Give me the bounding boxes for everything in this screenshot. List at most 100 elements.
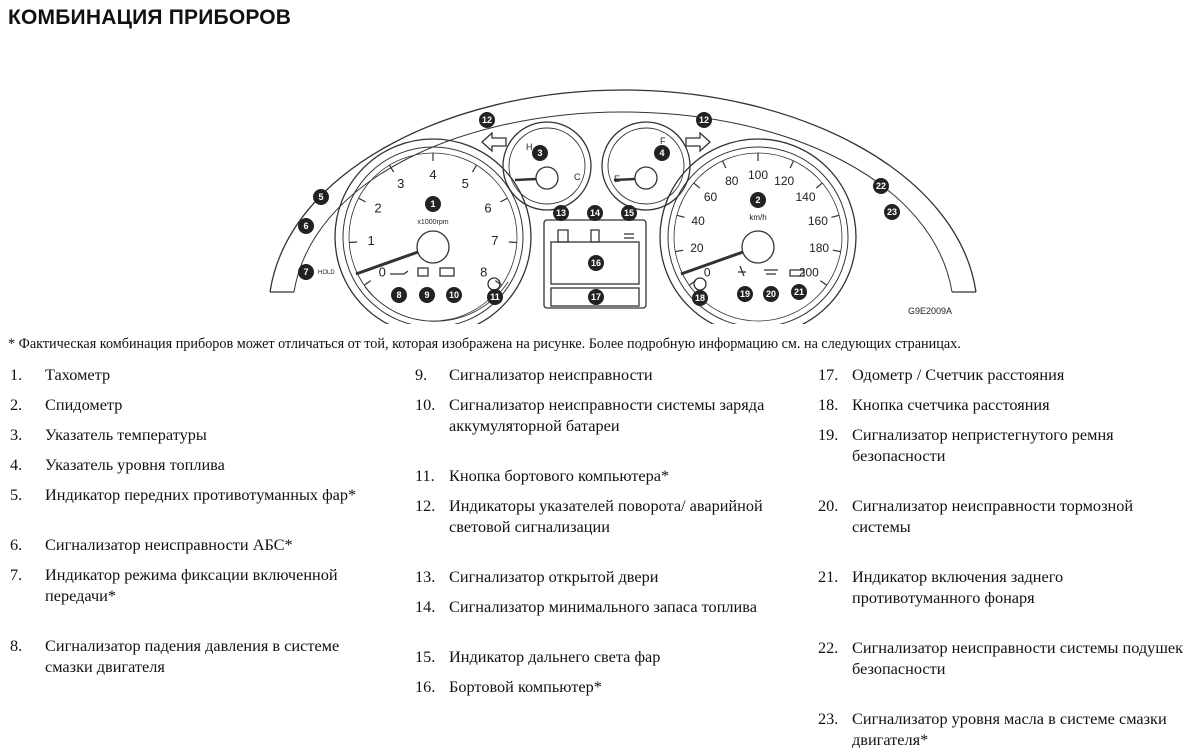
fuel-e-label: E	[614, 174, 620, 184]
turn-left-arrow	[481, 131, 507, 153]
callout-number: 1	[430, 199, 435, 209]
legend-item-number: 4.	[10, 455, 23, 474]
legend-item-text: Кнопка бортового компьютера*	[449, 466, 670, 485]
trip-reset-button	[693, 277, 707, 291]
callout-number: 12	[699, 115, 709, 125]
legend-item-text: Сигнализатор неисправности системы подуш…	[852, 638, 1183, 678]
gauge-tick	[675, 249, 684, 253]
gauge-scale-label: 80	[725, 174, 739, 188]
odometer-screen	[550, 287, 640, 307]
legend-item-number: 17.	[818, 365, 839, 384]
gauge-tick	[693, 182, 701, 189]
legend-item-text: Сигнализатор неисправности	[449, 365, 653, 384]
gauge-scale-label: 160	[808, 214, 828, 228]
temp-needle	[514, 177, 537, 182]
trip-computer-button	[487, 277, 501, 291]
legend-item-number: 7.	[10, 565, 23, 584]
callout-number: 19	[740, 289, 750, 299]
legend-item: 22. Сигнализатор неисправности системы по…	[818, 637, 1183, 679]
legend-item: 10. Сигнализатор неисправности системы за…	[415, 394, 795, 436]
footnote: * Фактическая комбинация приборов может …	[8, 336, 961, 352]
callout-number: 20	[766, 289, 776, 299]
callout-number: 21	[794, 287, 804, 297]
gauge-scale-label: 40	[691, 214, 705, 228]
legend-item-number: 22.	[818, 638, 839, 657]
legend-item: 19.Сигнализатор непристегнутого ремня бе…	[818, 424, 1183, 466]
brake-warning-icon	[764, 269, 778, 275]
legend-item-number: 10.	[415, 395, 436, 414]
callout-marker	[419, 287, 435, 303]
callout-marker	[298, 264, 314, 280]
legend-item-text: Указатель уровня топлива	[45, 455, 225, 474]
temp-h-label: H	[526, 142, 533, 152]
callout-marker	[446, 287, 462, 303]
callout-number: 7	[303, 267, 308, 277]
gauge-scale-label: 200	[799, 266, 819, 280]
callout-marker	[391, 287, 407, 303]
legend-item: 2. Спидометр	[10, 394, 390, 415]
cluster-housing	[269, 89, 977, 293]
callout-marker	[884, 204, 900, 220]
gauge-scale-label: 1	[367, 233, 374, 248]
callout-number: 9	[424, 290, 429, 300]
gauge-tick	[815, 182, 823, 189]
legend-item: 8. Сигнализатор падения давления в систем…	[10, 635, 390, 677]
gauge-tick	[789, 160, 795, 169]
legend-item-number: 15.	[415, 647, 436, 666]
oil-pressure-icon	[390, 270, 409, 275]
callout-marker	[479, 112, 495, 128]
legend-item-text: Индикатор режима фиксации включенной пер…	[45, 565, 338, 605]
legend-item-text: Сигнализатор неисправности тормозной сис…	[852, 496, 1134, 536]
callout-marker	[588, 289, 604, 305]
legend-item: 9.Сигнализатор неисправности	[415, 364, 795, 385]
gauge-scale-label: 7	[491, 233, 498, 248]
legend-item-number: 8.	[10, 636, 23, 655]
gauge-tick	[388, 164, 395, 173]
gauge-tick	[721, 160, 727, 169]
legend-item-number: 12.	[415, 496, 436, 515]
turn-right-arrow	[685, 131, 711, 153]
callout-number: 23	[887, 207, 897, 217]
callout-marker	[737, 286, 753, 302]
gauge-scale-label: 8	[480, 265, 487, 280]
gauge-scale-label: 0	[379, 265, 386, 280]
callout-marker	[763, 286, 779, 302]
legend-item-number: 6.	[10, 535, 23, 554]
gauge-scale-label: 100	[748, 168, 768, 182]
legend-item-number: 16.	[415, 677, 436, 696]
legend-item-text: Сигнализатор падения давления в системе …	[45, 636, 340, 676]
callout-marker	[425, 196, 441, 212]
legend-item-text: Сигнализатор неисправности системы заряд…	[449, 395, 765, 435]
legend-item-text: Бортовой компьютер*	[449, 677, 602, 696]
legend-item-text: Сигнализатор открытой двери	[449, 567, 659, 586]
legend-item-number: 14.	[415, 597, 436, 616]
legend-item: 16. Бортовой компьютер*	[415, 676, 795, 697]
gauge-scale-label: 20	[690, 241, 704, 255]
hold-label: HOLD	[318, 270, 335, 276]
legend-item-number: 5.	[10, 485, 23, 504]
figure-code: G9E2009A	[908, 306, 952, 316]
legend-item: 20. Сигнализатор неисправности тормозной …	[818, 495, 1183, 537]
callout-number: 16	[591, 258, 601, 268]
legend-item-text: Спидометр	[45, 395, 123, 414]
gauge-scale-label: 6	[484, 200, 491, 215]
callout-marker	[487, 289, 503, 305]
legend-item-number: 20.	[818, 496, 839, 515]
callout-number: 17	[591, 292, 601, 302]
legend-column-1: 1.Тахометр 2. Спидометр 3.Указатель темпера…	[10, 364, 390, 677]
gauge-scale-label: 120	[774, 174, 794, 188]
callout-number: 22	[876, 181, 886, 191]
legend-item: 1.Тахометр	[10, 364, 390, 385]
legend-item-text: Сигнализатор непристегнутого ремня безоп…	[852, 425, 1114, 465]
legend-item: 3.Указатель температуры	[10, 424, 390, 445]
legend-item-number: 2.	[10, 395, 23, 414]
legend-item: 4. Указатель уровня топлива	[10, 454, 390, 475]
callout-marker	[553, 205, 569, 221]
legend-item-text: Указатель температуры	[45, 425, 207, 444]
fuel-f-label: F	[660, 136, 666, 146]
gauge-scale-label: 140	[795, 190, 815, 204]
speed-unit-label: km/h	[749, 213, 766, 222]
